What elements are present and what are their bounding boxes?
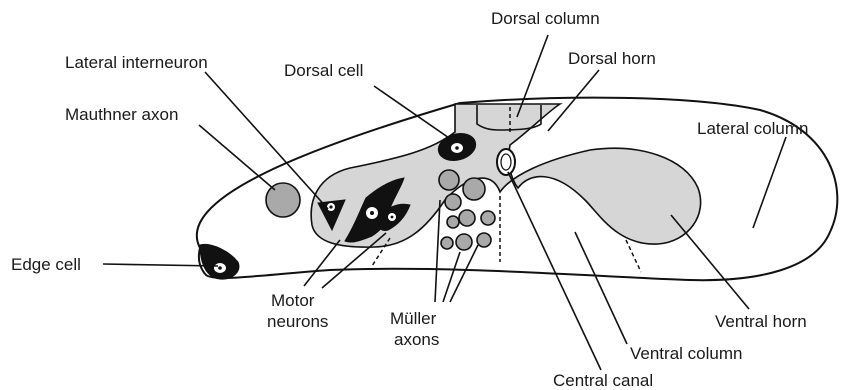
label-ventral-horn: Ventral horn: [715, 312, 807, 331]
mauthner-axon: [266, 183, 300, 217]
label-dorsal-column: Dorsal column: [491, 9, 600, 28]
label-muller-axons-line2: axons: [394, 330, 439, 349]
label-lateral-interneuron: Lateral interneuron: [65, 53, 208, 72]
label-edge-cell: Edge cell: [11, 255, 81, 274]
label-central-canal: Central canal: [553, 371, 653, 390]
muller-axon-6: [447, 216, 459, 228]
muller-axon-1: [439, 170, 459, 190]
leader-muller-axons-3: [450, 245, 478, 302]
label-motor-neurons-line2: neurons: [267, 312, 328, 331]
leader-ventral-column: [575, 232, 627, 344]
leader-lateral-column: [753, 137, 786, 228]
leader-dorsal-horn: [548, 70, 599, 131]
lateral-interneuron-nucleolus: [329, 205, 332, 208]
muller-axon-9: [441, 237, 453, 249]
label-lateral-column: Lateral column: [697, 119, 809, 138]
leader-mauthner-axon: [199, 125, 275, 190]
motor-neuron-small-nucleolus: [391, 216, 394, 219]
muller-axon-7: [477, 233, 491, 247]
muller-axon-4: [459, 210, 475, 226]
leader-muller-axons-1: [435, 200, 440, 302]
leader-lateral-interneuron: [205, 72, 328, 209]
leader-dorsal-cell: [374, 86, 452, 140]
muller-axon-5: [481, 211, 495, 225]
label-muller-axons-line1: Müller: [390, 309, 437, 328]
dorsal-cell-nucleolus: [455, 146, 459, 150]
label-dorsal-cell: Dorsal cell: [284, 61, 363, 80]
leader-ventral-horn: [671, 215, 749, 309]
label-dorsal-horn: Dorsal horn: [568, 49, 656, 68]
label-motor-neurons-line1: Motor: [271, 291, 315, 310]
ventral-root-dash-right: [626, 240, 641, 272]
leader-muller-axons-2: [443, 252, 460, 302]
muller-axon-3: [445, 194, 461, 210]
edge-cell-nucleolus: [218, 266, 222, 270]
leader-motor-neurons-1: [304, 240, 340, 286]
motor-neuron-large-nucleolus: [370, 211, 374, 215]
muller-axon-8: [456, 234, 472, 250]
muller-axon-2: [463, 178, 485, 200]
label-ventral-column: Ventral column: [630, 344, 742, 363]
label-mauthner-axon: Mauthner axon: [65, 105, 178, 124]
central-canal-lumen: [501, 154, 511, 170]
